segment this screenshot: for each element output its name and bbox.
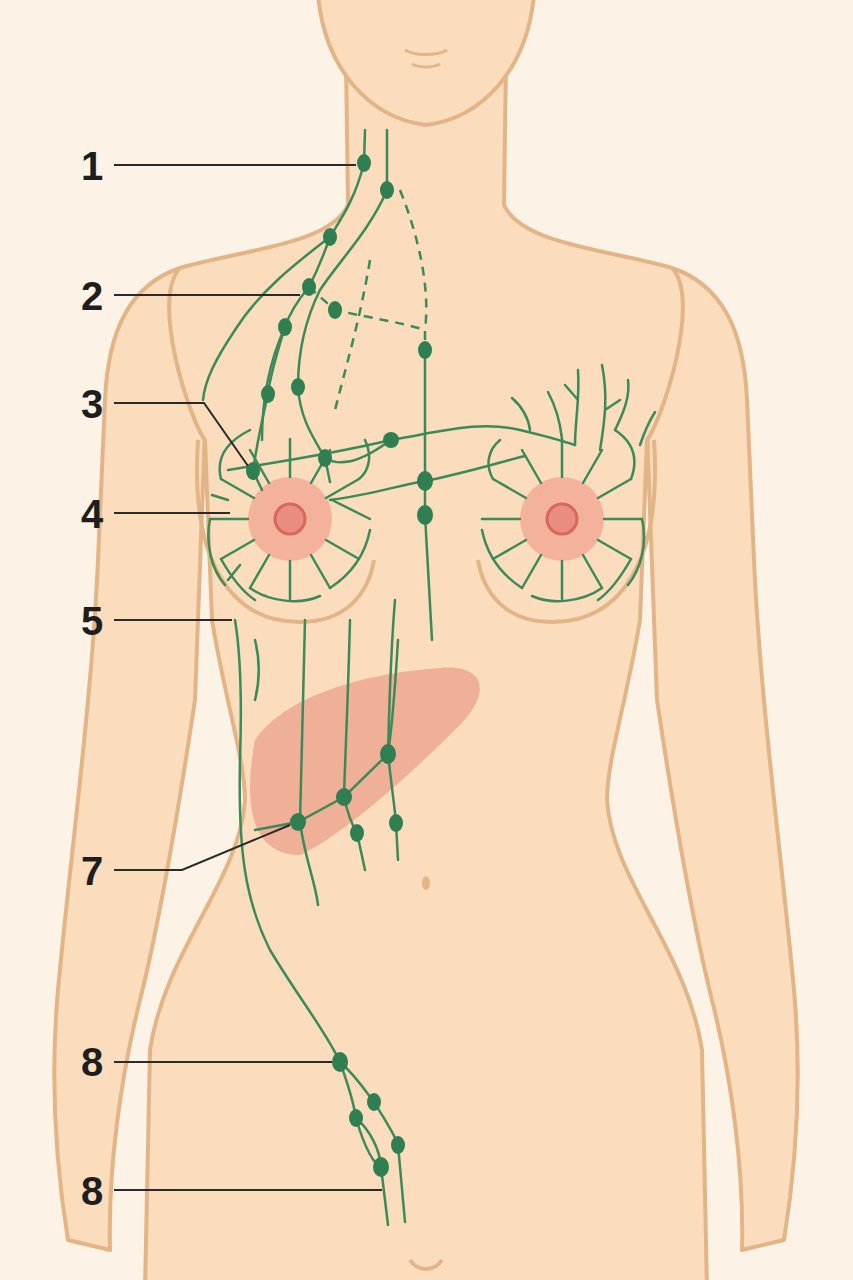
right-breast [478, 440, 655, 622]
callout-wrapper: 7 [70, 847, 114, 895]
callout-number: 7 [70, 847, 114, 895]
callout-number: 2 [70, 272, 114, 320]
dashed-vessels [309, 190, 426, 410]
mouth [405, 50, 447, 67]
torso [145, 60, 707, 1280]
callout-wrapper: 3 [70, 380, 114, 428]
leader-lines [114, 165, 382, 1190]
left-breast [197, 440, 374, 622]
head [318, 0, 534, 125]
groin [410, 1260, 442, 1269]
callout-wrapper: 2 [70, 272, 114, 320]
callout-number: 8 [70, 1038, 114, 1086]
callout-number: 4 [70, 490, 114, 538]
callout-wrapper: 1 [70, 142, 114, 190]
callout-wrapper: 8 [70, 1167, 114, 1215]
callout-number: 5 [70, 597, 114, 645]
callout-wrapper: 4 [70, 490, 114, 538]
lymph-nodes [246, 154, 433, 1177]
callout-number: 3 [70, 380, 114, 428]
navel [422, 876, 430, 890]
callout-wrapper: 8 [70, 1038, 114, 1086]
callout-number: 1 [70, 142, 114, 190]
callout-wrapper: 5 [70, 597, 114, 645]
callout-number: 8 [70, 1167, 114, 1215]
